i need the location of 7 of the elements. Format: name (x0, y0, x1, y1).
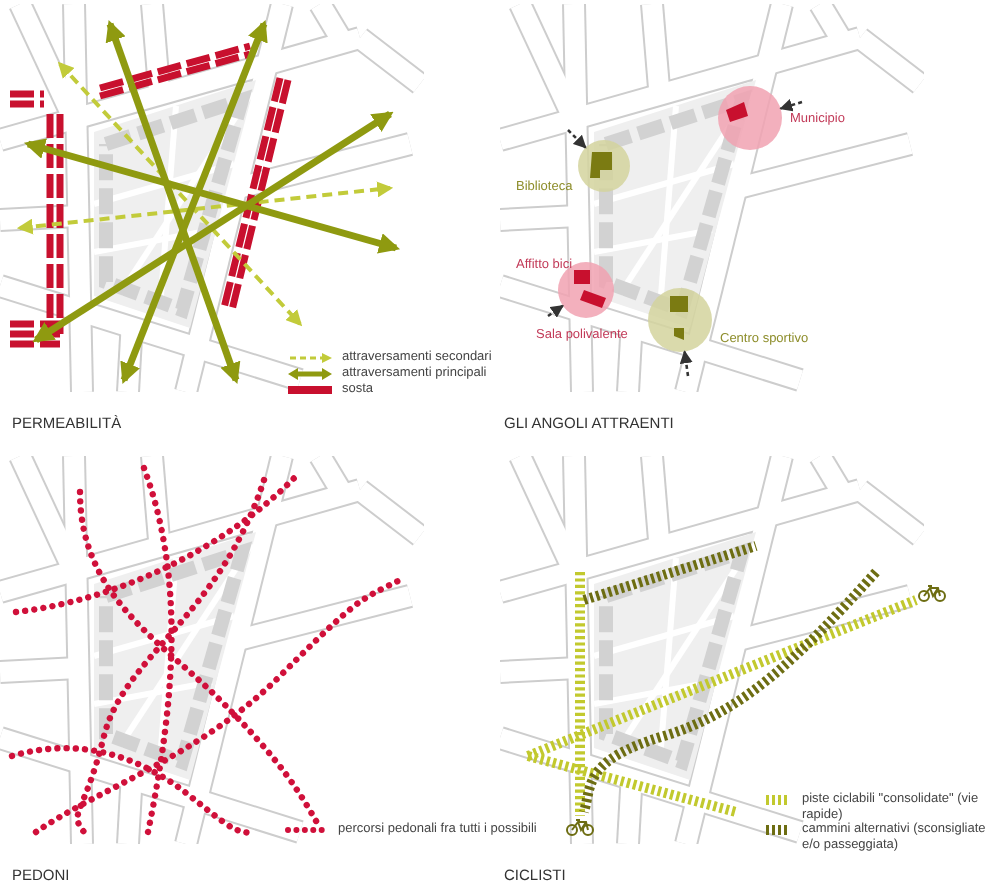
arrow (679, 350, 693, 377)
landmark-circle (578, 140, 630, 192)
landmark-circle (718, 86, 782, 150)
landmark-circle (648, 288, 712, 352)
arrow (547, 304, 564, 318)
arrow (779, 98, 803, 112)
arrow (567, 129, 587, 149)
